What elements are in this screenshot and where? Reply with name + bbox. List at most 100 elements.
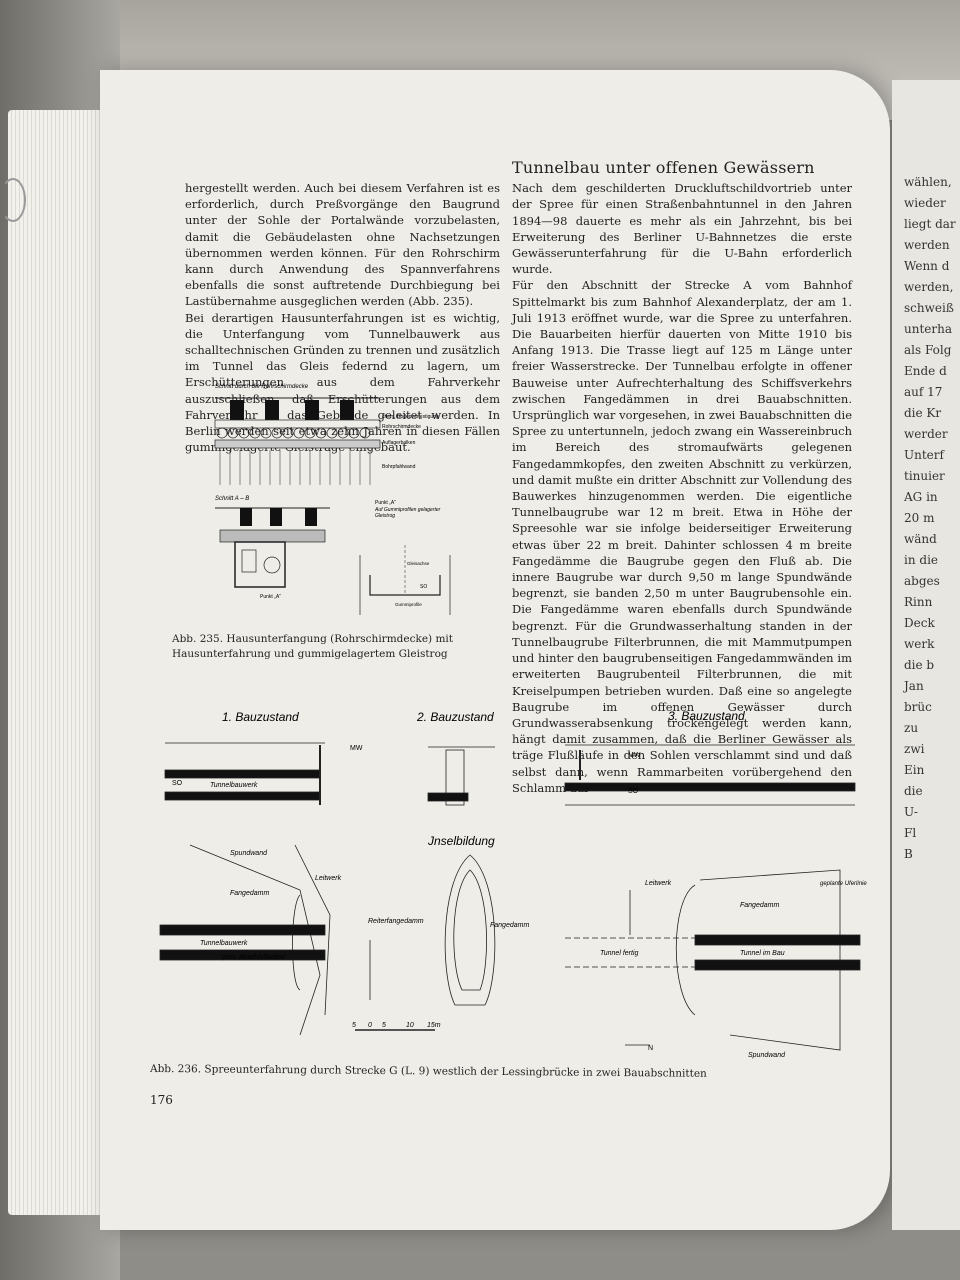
fig235-pipe-umbrella <box>216 427 371 439</box>
facing-page-line: AG in <box>904 490 938 504</box>
fig236-island-plan <box>444 854 496 1006</box>
fig235-section1-label: Schnitt durch die Rohrschirmdecke <box>215 384 309 390</box>
fig235-punkt-a: Punkt „A“ <box>260 594 281 600</box>
facing-page-line: abges <box>904 574 940 588</box>
fig235-pile-wall <box>219 450 371 485</box>
fig236-so-3: SO <box>628 788 639 795</box>
fig235-section2-label: Schnitt A – B <box>215 496 249 502</box>
fig236-stage1: 1. Bauzustand <box>222 710 299 724</box>
facing-page-line: werder <box>904 427 948 441</box>
facing-page-line: wänd <box>904 532 937 546</box>
fig235-label-0: chem. Bodenverfestigung <box>382 414 439 420</box>
fig235-label-2: Auflagerbalken <box>382 440 416 446</box>
right-paragraph-2: Für den Abschnitt der Strecke A vom Bahn… <box>512 278 852 795</box>
fig236-tunnel-im-bau: Tunnel im Bau <box>740 950 785 957</box>
fig236-leitwerk-3: Leitwerk <box>645 880 672 887</box>
facing-page-line: Rinn <box>904 595 933 609</box>
fig236-stage3: 3. Bauzustand <box>668 709 745 723</box>
fig236-north: N <box>648 1045 653 1052</box>
facing-page-line: Ein <box>904 763 925 777</box>
fig236-mw-3: MW <box>628 752 641 759</box>
facing-page-line: Deck <box>904 616 935 630</box>
fig235-so: SO <box>420 584 427 590</box>
figure-236-drawing: 1. Bauzustand 2. Bauzustand 3. Bauzustan… <box>159 709 867 1059</box>
fig235-label-3: Bohrpfahlwand <box>382 464 416 470</box>
fig236-stage2-section <box>427 746 495 806</box>
fig235-punkt-a-detail: Punkt „A“ <box>375 500 396 506</box>
fig236-tunnel-fertig: Tunnel fertig <box>600 950 638 957</box>
page-number: 176 <box>150 1093 173 1107</box>
facing-page-line: wählen, <box>904 175 952 189</box>
fig236-scale-3: 10 <box>406 1022 414 1029</box>
fig235-track-detail <box>263 556 281 574</box>
facing-page-line: brüc <box>904 700 932 714</box>
facing-page-line: Fl <box>904 826 917 840</box>
facing-page-line: werden, <box>904 280 954 294</box>
figure-235-drawing: Schnitt durch die Rohrschirmdecke chem. … <box>214 384 451 615</box>
fig236-fangedamm-2: Fangedamm <box>490 922 529 929</box>
fig236-scale-2: 5 <box>382 1022 386 1029</box>
fig236-tunnelbauwerk-1: Tunnelbauwerk <box>210 782 258 789</box>
binder-ring <box>0 178 26 222</box>
left-paragraph-2: Bei derartigen Hausunterfahrungen ist es… <box>185 310 500 455</box>
fig235-gleistrog <box>369 575 441 596</box>
fig236-prov: prov. Abschlußwand <box>221 954 286 961</box>
facing-page-line: B <box>904 847 913 861</box>
fig235-tunnel-box <box>234 541 286 588</box>
facing-page-line: wieder <box>904 196 946 210</box>
facing-page-line: U- <box>904 805 918 819</box>
facing-page-line: zwi <box>904 742 925 756</box>
fig235-gleisachse: Gleisachse <box>407 561 430 566</box>
facing-page-line: die b <box>904 658 935 672</box>
fig236-scale-1: 0 <box>368 1022 372 1029</box>
fig235-gummiprofile: Gummiprofile <box>395 602 422 607</box>
fig235-bearing-beam <box>214 439 381 449</box>
fig236-stage1-section <box>164 742 325 805</box>
facing-page-line: Unterf <box>904 448 944 462</box>
fig235-slab <box>219 529 326 543</box>
page-stack-edge <box>8 110 112 1215</box>
fig235-soil-layer <box>214 419 381 429</box>
fig236-spundwand-1: Spundwand <box>230 850 268 857</box>
facing-page-line: die <box>904 784 923 798</box>
facing-page-line: 20 m <box>904 511 935 525</box>
right-text-column: Tunnelbau unter offenen Gewässern Nach d… <box>512 158 852 796</box>
fig236-so-1: SO <box>172 780 183 787</box>
fig236-scale-4: 15m <box>427 1022 441 1029</box>
fig236-stage3-plan <box>565 869 861 1051</box>
fig236-tunnelbauwerk-2: Tunnelbauwerk <box>200 940 248 947</box>
fig236-stage3-section <box>564 744 856 806</box>
fig236-fangedamm-3: Fangedamm <box>740 902 779 909</box>
fig236-stage1-plan <box>159 844 331 1036</box>
fig236-reiter: Reiterfangedamm <box>368 918 424 925</box>
facing-page-line: Ende d <box>904 364 947 378</box>
fig236-mw-1: MW <box>350 745 363 752</box>
facing-page-line: Wenn d <box>904 259 950 273</box>
facing-page-line: tinuier <box>904 469 945 483</box>
fig235-train-profile <box>241 549 257 573</box>
book-page <box>100 70 890 1230</box>
fig235-gleis-note-wrap: Auf Gummiprofilen gelagerter Gleistrog <box>375 507 440 519</box>
facing-page-line: schweiß <box>904 301 954 315</box>
facing-page-line: werk <box>904 637 935 651</box>
facing-page-line: in die <box>904 553 939 567</box>
facing-page-line: als Folg <box>904 343 952 357</box>
fig236-fangedamm-1: Fangedamm <box>230 890 269 897</box>
facing-page-line: unterha <box>904 322 952 336</box>
fig236-inselbildung: Jnselbildung <box>427 834 495 848</box>
fig236-uferlinie: geplante Uferlinie <box>820 881 867 887</box>
fig235-building-blocks <box>230 400 354 420</box>
facing-page-line: die Kr <box>904 406 942 420</box>
facing-page-line: liegt dar <box>904 217 956 231</box>
fig236-spundwand-3: Spundwand <box>748 1052 786 1059</box>
facing-page-line: werden <box>904 238 950 252</box>
figure-235-caption: Abb. 235. Hausunterfangung (Rohrschirmde… <box>172 633 454 660</box>
fig236-stage2: 2. Bauzustand <box>416 710 494 724</box>
left-text-column: hergestellt werden. Auch bei diesem Verf… <box>185 180 500 455</box>
fig235-blocks-2 <box>240 508 317 526</box>
facing-page-line: zu <box>904 721 919 735</box>
section-heading: Tunnelbau unter offenen Gewässern <box>512 158 815 177</box>
right-paragraph-1: Nach dem geschilderten Druckluftschildvo… <box>512 181 852 277</box>
left-paragraph-1: hergestellt werden. Auch bei diesem Verf… <box>185 181 500 309</box>
